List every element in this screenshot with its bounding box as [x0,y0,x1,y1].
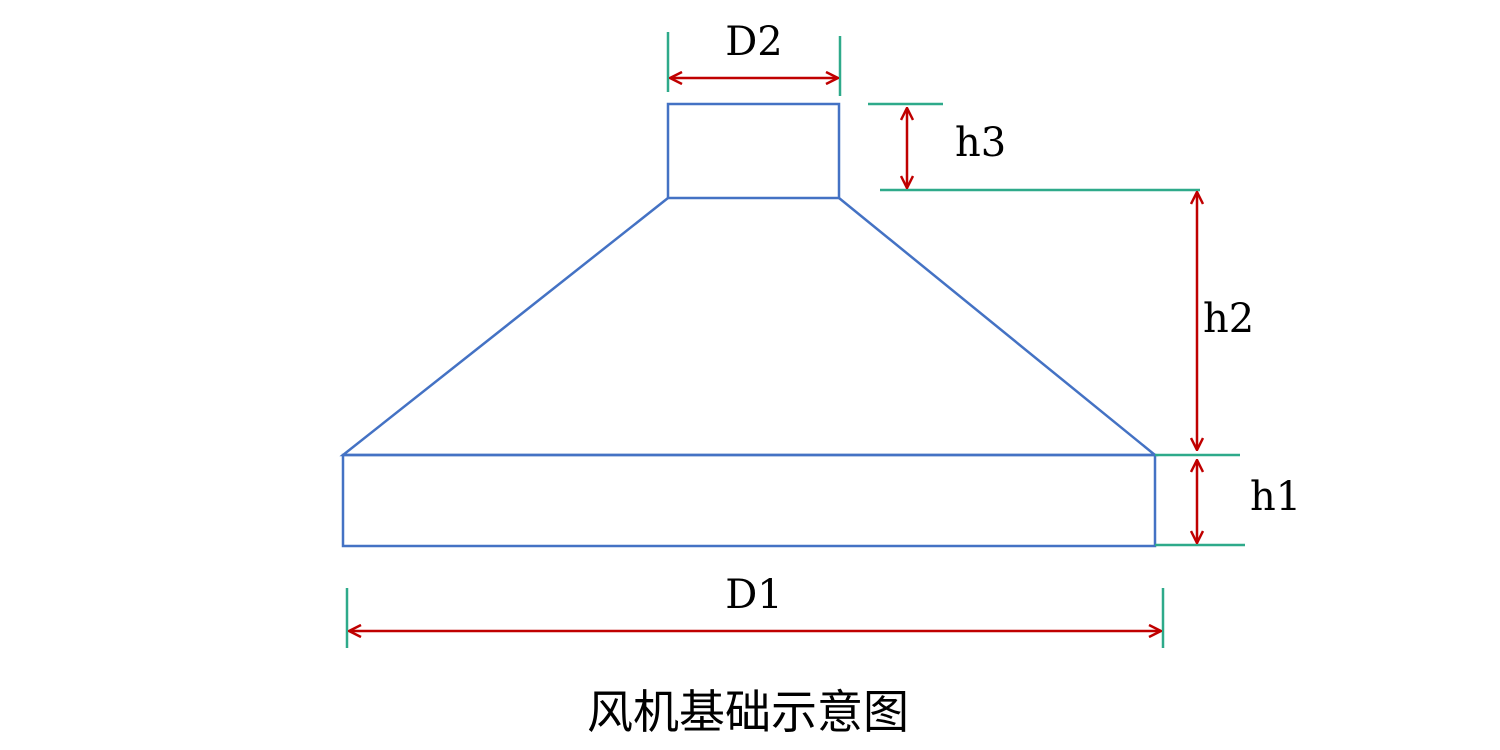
foundation-outline [339,102,1159,548]
h2-label: h2 [1203,296,1254,342]
base-slab-outline [341,453,1157,548]
d2-label: D2 [725,19,783,65]
d1-label: D1 [725,572,783,618]
diagram-caption: 风机基础示意图 [587,685,909,739]
dimension-arrows [349,78,1197,631]
frustum-outline [339,197,1159,457]
h1-label: h1 [1250,474,1301,520]
pedestal-outline [666,102,841,200]
dimension-labels: D2 h3 h2 h1 D1 [725,19,1301,618]
h3-label: h3 [955,120,1006,166]
extension-lines [345,32,1245,648]
